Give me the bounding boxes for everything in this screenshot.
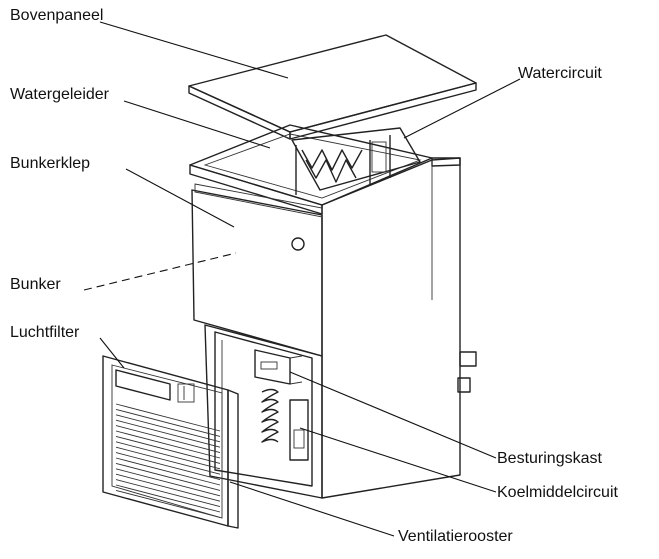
label-luchtfilter: Luchtfilter	[10, 324, 80, 341]
label-watergeleider: Watergeleider	[10, 86, 110, 103]
ventilation-grille	[102, 355, 239, 529]
grille-louvre	[115, 435, 221, 464]
bunker-door	[191, 183, 323, 357]
grille-louvre	[115, 489, 221, 518]
leader-luchtfilter	[99, 337, 125, 369]
label-koelmiddelcircuit: Koelmiddelcircuit	[497, 484, 618, 501]
grille-louvre	[115, 403, 221, 432]
grille-louvre	[115, 484, 221, 513]
leader-watercircuit	[403, 78, 521, 139]
leader-lines	[83, 21, 521, 537]
leader-koelmiddelcircuit	[299, 427, 497, 493]
label-ventilatierooster: Ventilatierooster	[398, 528, 513, 545]
leader-bovenpaneel	[99, 21, 289, 79]
top-panel	[188, 34, 477, 140]
lower-compartment	[204, 324, 323, 499]
grille-louvre	[115, 408, 221, 437]
grille-louvre	[115, 414, 221, 443]
grille-louvre	[115, 452, 221, 481]
label-bunkerklep: Bunkerklep	[10, 155, 91, 172]
cabinet-side	[321, 157, 477, 499]
leader-ventilatierooster	[229, 481, 395, 537]
grille-louvre	[115, 457, 221, 486]
leader-bunker	[83, 252, 237, 291]
refrigerant-coil	[261, 388, 309, 461]
water-circuit	[291, 127, 421, 195]
grille-louvre	[115, 430, 221, 459]
control-box	[254, 349, 303, 385]
grille-louvre	[115, 441, 221, 470]
label-besturingskast: Besturingskast	[497, 450, 602, 467]
leader-watergeleider	[123, 100, 271, 149]
leader-besturingskast	[289, 371, 497, 459]
grille-louvre	[115, 446, 221, 475]
grille-louvre	[115, 473, 221, 502]
leader-bunkerklep	[125, 168, 235, 228]
grille-louvre	[115, 462, 221, 491]
grille-louvre	[115, 419, 221, 448]
label-bovenpaneel: Bovenpaneel	[10, 7, 104, 24]
label-bunker: Bunker	[10, 276, 61, 293]
label-watercircuit: Watercircuit	[518, 65, 602, 82]
grille-louvre	[115, 479, 221, 508]
grille-louvre	[115, 468, 221, 497]
grille-louvre	[115, 425, 221, 454]
